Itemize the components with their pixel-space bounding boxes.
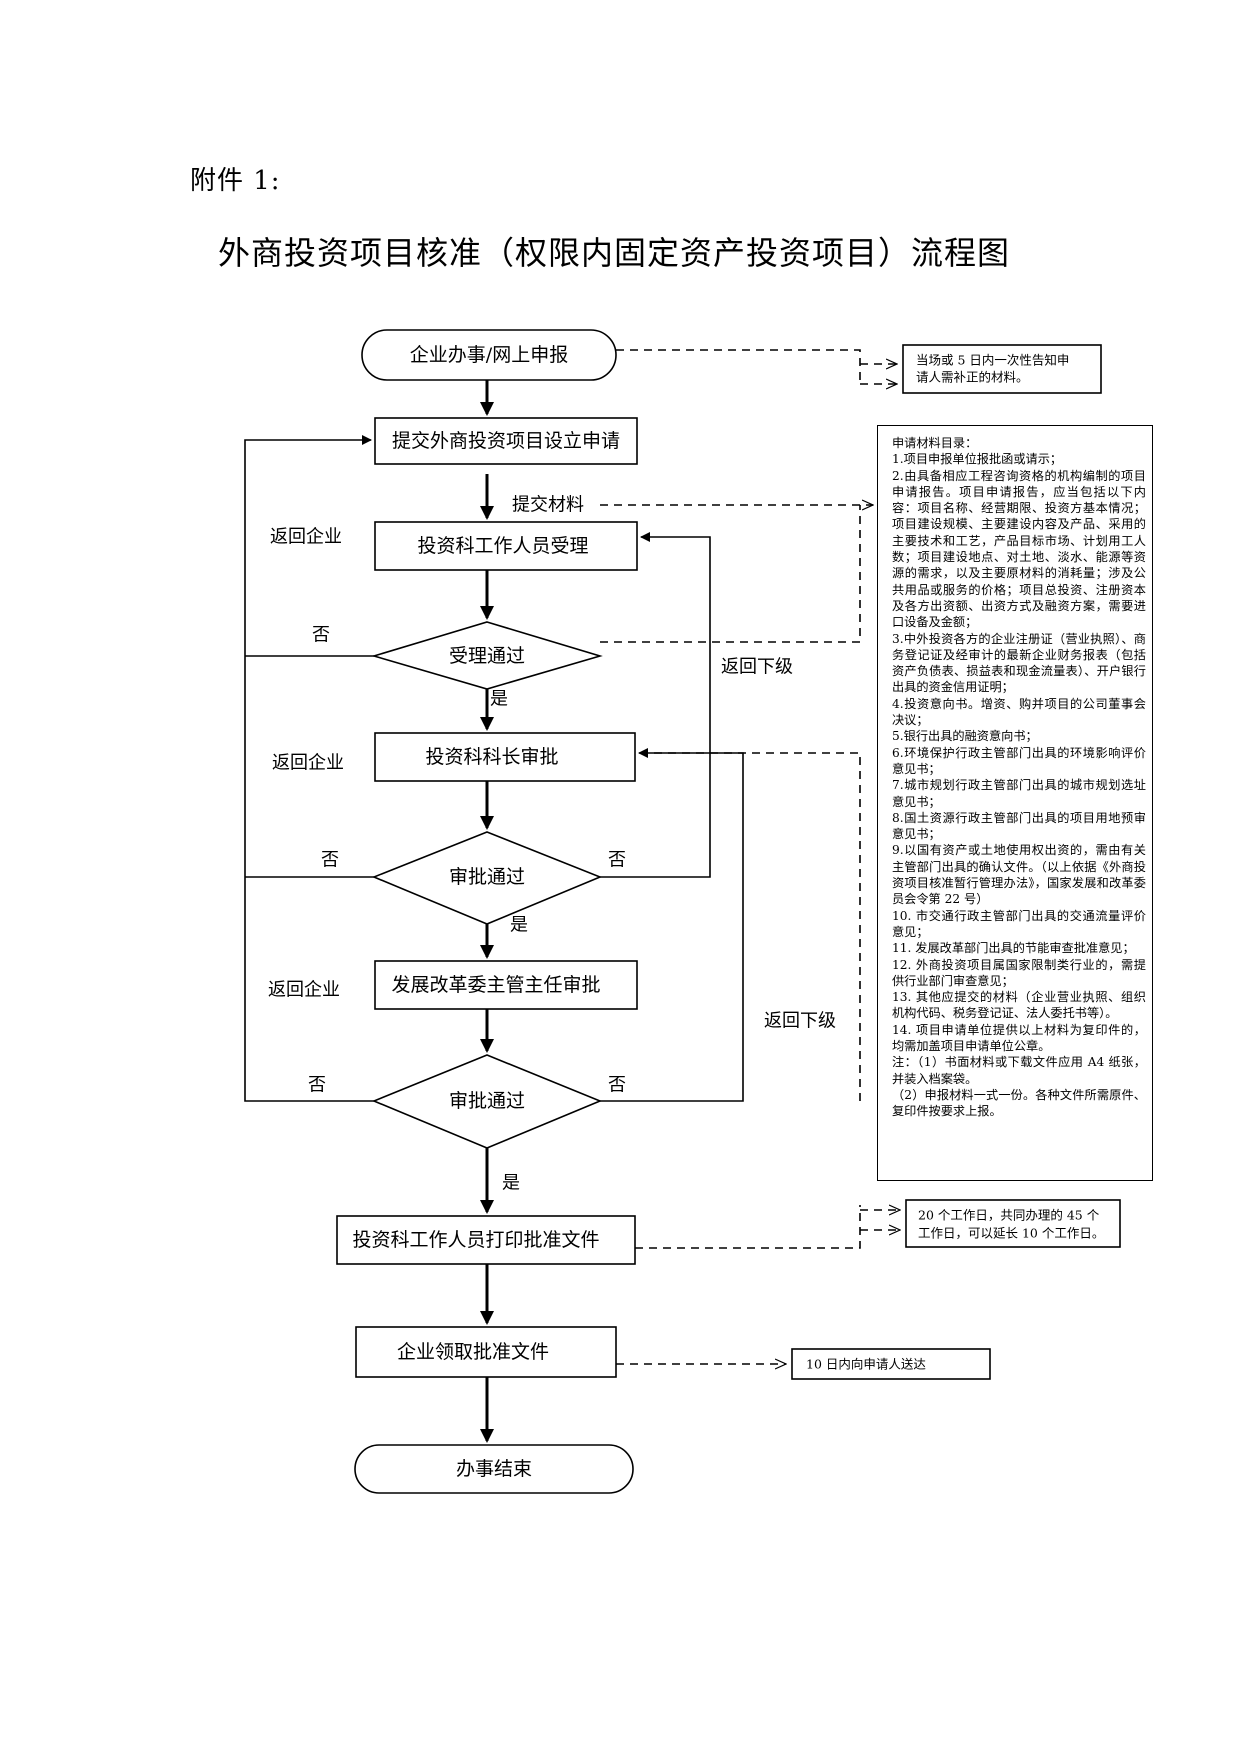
accept-box	[374, 521, 638, 571]
materials-item: 7.城市规划行政主管部门出具的城市规划选址意见书；	[892, 778, 1146, 809]
deadline-note-line-1: 20 个工作日，共同办理的 45 个	[918, 1208, 1100, 1223]
dashed-chief-link	[639, 752, 861, 1101]
materials-item: 11. 发展改革部门出具的节能审查批准意见；	[892, 941, 1135, 956]
return-lower-loop-1	[600, 532, 711, 878]
materials-item: 5.银行出具的融资意向书；	[892, 729, 1038, 744]
submit-label: 提交外商投资项目设立申请	[392, 430, 620, 452]
director-box	[374, 960, 638, 1010]
materials-note: 注：（1）书面材料或下载文件应用 A4 纸张，并装入档案袋。	[892, 1055, 1146, 1086]
materials-item: 14. 项目申请单位提供以上材料为复印件的，均需加盖项目申请单位公章。	[892, 1022, 1146, 1053]
return-lower-loop-2	[600, 748, 744, 1102]
materials-heading: 申请材料目录：	[892, 436, 978, 450]
end-label: 办事结束	[456, 1458, 532, 1480]
no-label-3: 否	[608, 850, 626, 871]
materials-item: 13. 其他应提交的材料（企业营业执照、组织机构代码、税务登记证、法人委托书等）…	[892, 990, 1146, 1021]
return-lower-label-2: 返回下级	[764, 1011, 836, 1032]
annex-label: 附件 1:	[190, 166, 281, 196]
materials-item: 12. 外商投资项目属国家限制类行业的，需提供行业部门审查意见；	[892, 957, 1146, 988]
materials-list-box: 申请材料目录： 1.项目申报单位报批函或请示； 2.由具备相应工程咨询资格的机构…	[877, 425, 1153, 1181]
return-enterprise-label-2: 返回企业	[272, 753, 344, 774]
materials-item: 4.投资意向书。增资、购并项目的公司董事会决议；	[892, 696, 1146, 728]
yes-label-1: 是	[490, 689, 508, 710]
start-terminal	[361, 329, 617, 381]
print-label: 投资科工作人员打印批准文件	[352, 1229, 599, 1251]
materials-item: 3.中外投资各方的企业注册证（营业执照）、商务登记证及经审计的最新企业财务报表（…	[892, 631, 1146, 695]
materials-note: （2）申报材料一式一份。各种文件所需原件、复印件按要求上报。	[892, 1087, 1146, 1119]
deadline-note-box	[905, 1199, 1121, 1248]
dashed-start-notify	[616, 349, 861, 384]
deadline-note-line-2: 工作日，可以延长 10 个工作日。	[918, 1226, 1104, 1241]
notify-note-line-2: 请人需补正的材料。	[916, 370, 1029, 385]
return-lower-label-1: 返回下级	[721, 657, 793, 678]
yes-label-3: 是	[502, 1173, 520, 1194]
return-enterprise-loop	[244, 435, 374, 1102]
director-label: 发展改革委主管主任审批	[391, 974, 600, 996]
materials-item: 1.项目申报单位报批函或请示；	[892, 452, 1063, 467]
materials-item: 8.国土资源行政主管部门出具的项目用地预审意见书；	[892, 810, 1146, 842]
deliver-note-text: 10 日内向申请人送达	[806, 1357, 926, 1372]
dashed-print-deadline	[635, 1205, 861, 1249]
dashed-accept-check-materials	[600, 505, 861, 643]
no-label-2: 否	[321, 850, 339, 871]
no-label-5: 否	[608, 1075, 626, 1096]
return-enterprise-label-1: 返回企业	[270, 527, 342, 548]
notify-note-line-1: 当场或 5 日内一次性告知申	[916, 353, 1069, 368]
materials-item: 10. 市交通行政主管部门出具的交通流量评价意见；	[892, 908, 1146, 939]
no-label-1: 否	[312, 625, 330, 646]
collect-label: 企业领取批准文件	[397, 1341, 549, 1363]
yes-label-2: 是	[510, 915, 528, 936]
materials-item: 9.以国有资产或土地使用权出资的，需由有关主管部门出具的确认文件。（以上依据《外…	[892, 843, 1146, 907]
submit-box	[374, 417, 638, 465]
chief-check-label: 审批通过	[449, 866, 525, 888]
chief-box	[374, 732, 636, 782]
notify-note-box	[902, 344, 1102, 394]
accept-label: 投资科工作人员受理	[417, 535, 588, 557]
director-check-label: 审批通过	[449, 1090, 525, 1112]
materials-item: 6.环境保护行政主管部门出具的环境影响评价意见书；	[892, 745, 1146, 776]
no-label-4: 否	[308, 1075, 326, 1096]
submit-materials-label: 提交材料	[512, 495, 584, 516]
flowchart-title: 外商投资项目核准（权限内固定资产投资项目）流程图	[218, 234, 1011, 272]
return-enterprise-label-3: 返回企业	[268, 980, 340, 1001]
accept-check-label: 受理通过	[449, 645, 525, 667]
materials-item: 2.由具备相应工程咨询资格的机构编制的项目申请报告。项目申请报告，应当包括以下内…	[892, 468, 1146, 630]
deliver-note-box	[791, 1348, 991, 1380]
chief-label: 投资科科长审批	[425, 746, 558, 768]
end-terminal	[354, 1444, 634, 1494]
start-label: 企业办事/网上申报	[410, 344, 568, 366]
